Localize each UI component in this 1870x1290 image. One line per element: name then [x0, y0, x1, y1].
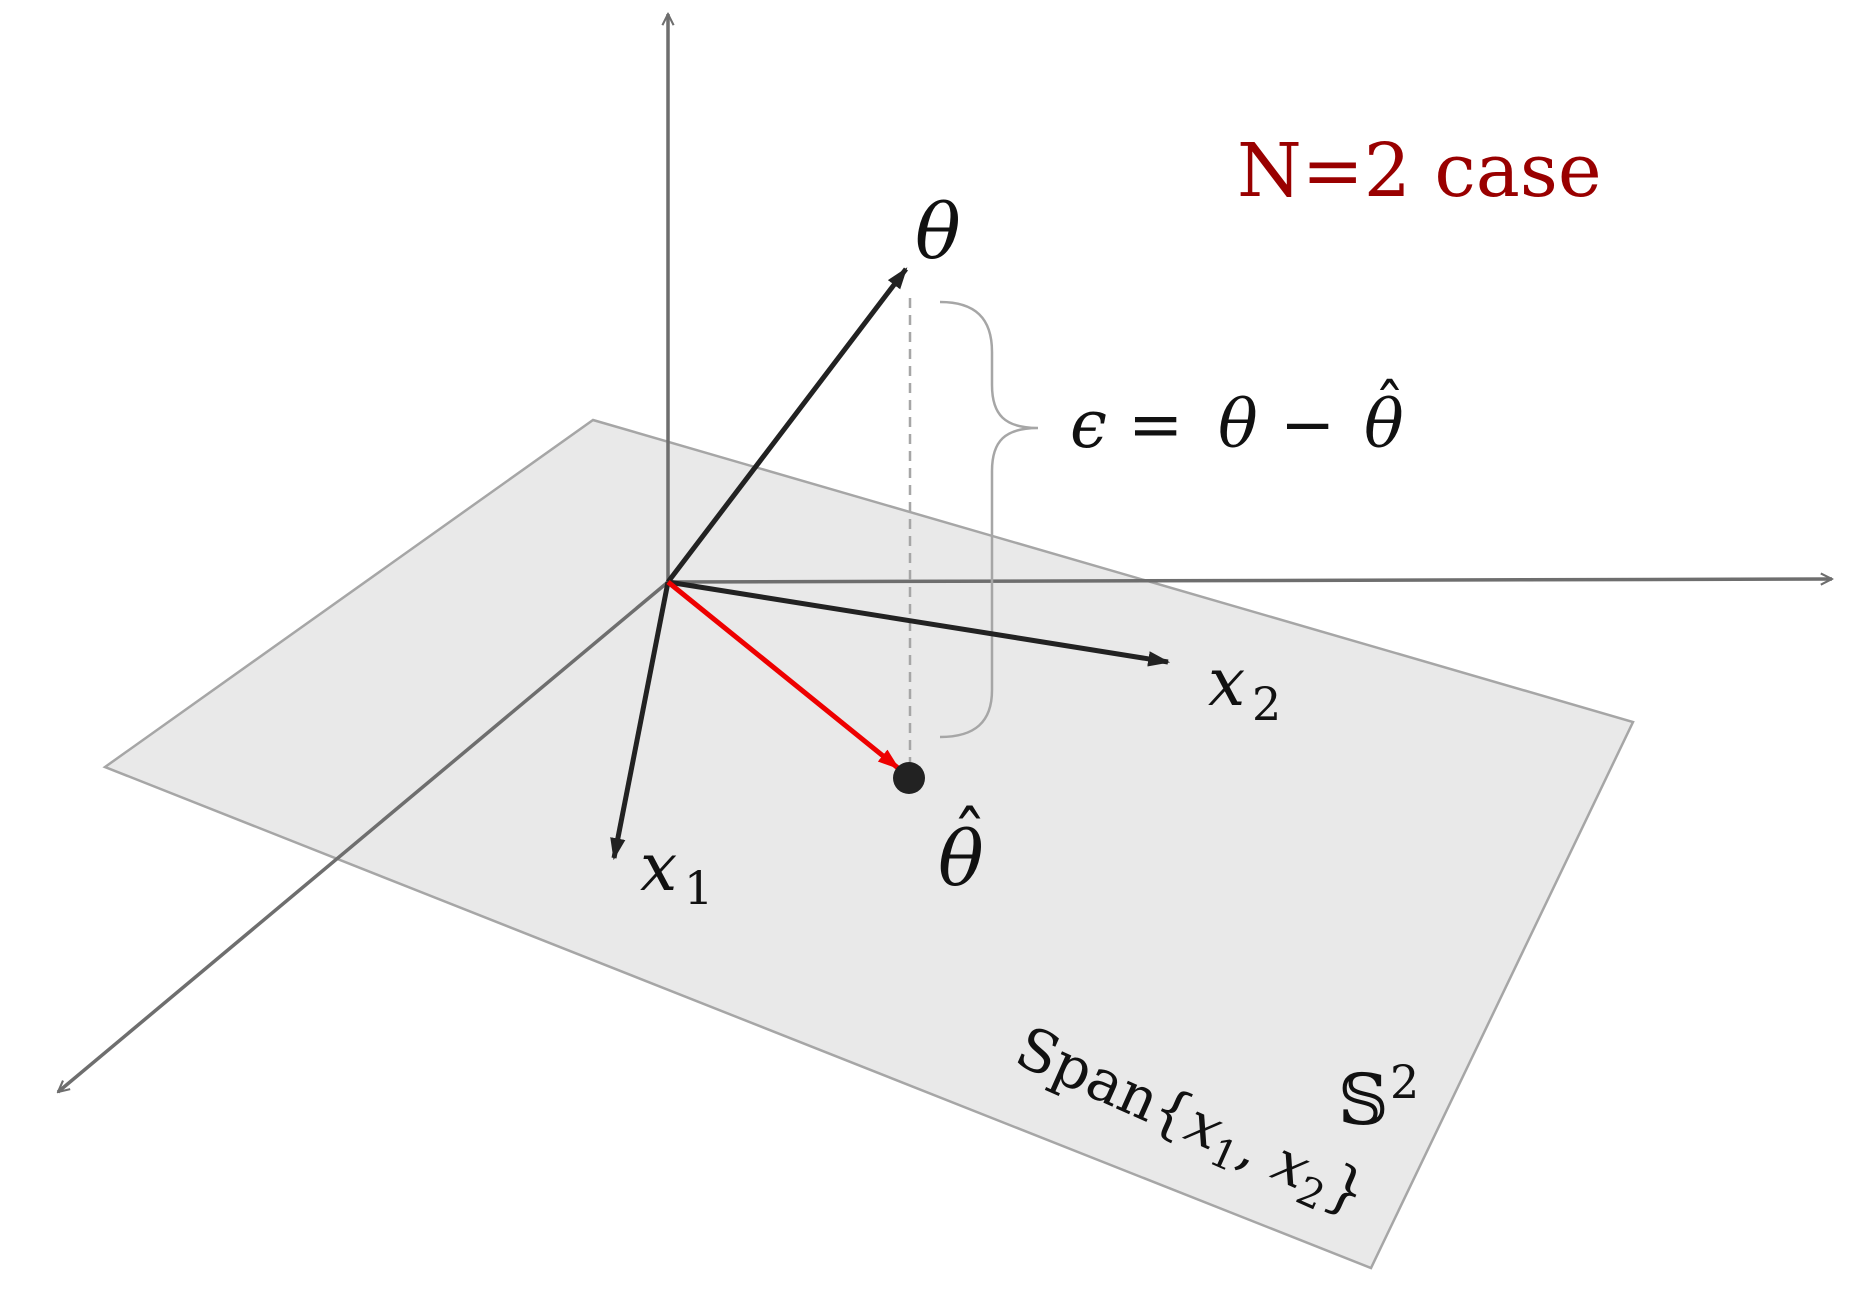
error-brace — [939, 300, 1039, 739]
error-equals: = — [1128, 386, 1183, 463]
theta-hat-point — [893, 762, 925, 794]
depth-axis — [58, 580, 670, 1092]
s2-superscript: 2 — [1390, 1055, 1419, 1109]
error-theta-hat: θ — [1364, 386, 1404, 463]
error-epsilon: ϵ — [1070, 386, 1107, 463]
x2-subscript: 2 — [1252, 677, 1281, 731]
x1-label: x 1 — [640, 829, 713, 915]
x2-vector — [667, 579, 1171, 667]
x2-base: x — [1208, 644, 1245, 721]
error-hat-mark: ˆ — [1374, 370, 1405, 443]
x1-vector — [610, 581, 671, 861]
error-theta: θ — [1218, 386, 1258, 463]
theta-hat-symbol: θ — [938, 814, 984, 903]
theta-hat-label: θ ˆ — [938, 797, 987, 903]
theta-vector — [666, 267, 908, 584]
theta-hat-mark: ˆ — [952, 797, 987, 879]
diagram-title: N=2 case — [1237, 128, 1602, 214]
x1-base: x — [640, 829, 677, 906]
s2-label: 𝕊 2 — [1338, 1055, 1419, 1141]
theta-label: θ — [915, 187, 961, 276]
x1-subscript: 1 — [684, 861, 713, 915]
projection-vector — [666, 580, 900, 770]
horizontal-axis — [667, 579, 1832, 582]
s2-base: 𝕊 — [1338, 1059, 1389, 1141]
error-minus: − — [1280, 386, 1335, 463]
subspace-plane — [102, 418, 1635, 1270]
error-equation: ϵ = θ − θ ˆ — [1070, 370, 1405, 463]
x2-label: x 2 — [1208, 644, 1281, 731]
